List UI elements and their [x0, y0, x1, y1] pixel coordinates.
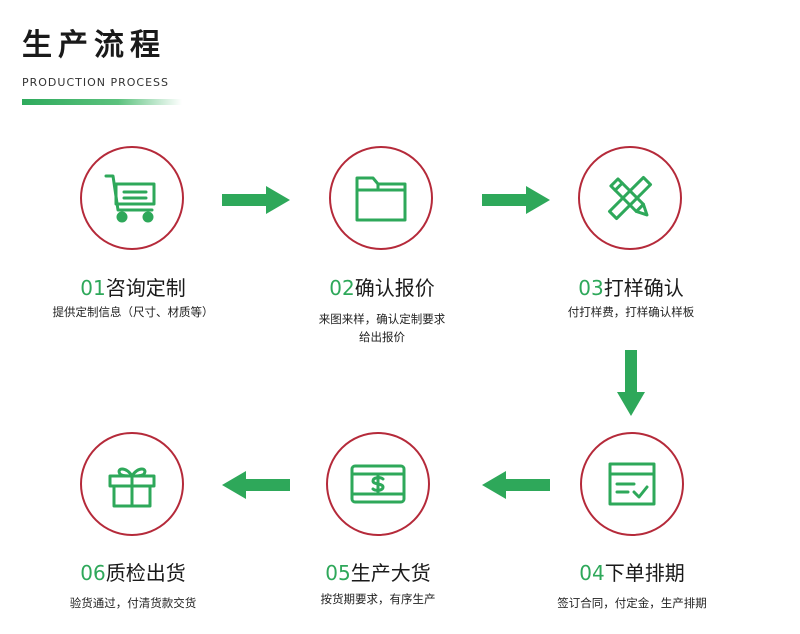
step-03-circle [578, 146, 682, 250]
step-04-label: 04下单排期 [579, 561, 685, 585]
step-06-label: 06质检出货 [80, 561, 186, 585]
step-01-desc: 提供定制信息（尺寸、材质等） [52, 305, 214, 319]
page-title: 生产流程 [22, 28, 166, 63]
arrow-left-icon [482, 471, 550, 499]
step-04-circle [580, 432, 684, 536]
step-06-desc: 验货通过，付清货款交货 [69, 596, 197, 610]
title-underline [22, 99, 182, 105]
box-check-icon [608, 462, 656, 506]
shopping-cart-icon [104, 174, 156, 223]
gift-icon [108, 467, 156, 508]
arrow-down-icon [617, 350, 645, 416]
step-05-desc: 按货期要求，有序生产 [320, 592, 436, 606]
step-05-label: 05生产大货 [325, 561, 431, 585]
step-01-label: 01咨询定制 [80, 276, 186, 300]
step-03-label: 03打样确认 [578, 276, 684, 300]
step-05-circle [326, 432, 430, 536]
folder-icon [355, 176, 407, 222]
step-03-desc: 付打样费，打样确认样板 [567, 305, 695, 319]
section-header: 生产流程 PRODUCTION PROCESS [22, 28, 182, 105]
step-06-circle [80, 432, 184, 536]
step-04-desc: 签订合同，付定金，生产排期 [557, 596, 707, 610]
step-02-desc: 来图来样，确认定制要求 给出报价 [318, 312, 446, 344]
pencil-ruler-icon [607, 175, 653, 221]
arrow-left-icon [222, 471, 290, 499]
step-01-circle [80, 146, 184, 250]
page-subtitle: PRODUCTION PROCESS [22, 76, 170, 89]
step-02-circle [329, 146, 433, 250]
step-02-label: 02确认报价 [329, 276, 435, 300]
arrow-right-icon [482, 186, 550, 214]
dollar-card-icon [350, 464, 406, 504]
arrow-right-icon [222, 186, 290, 214]
